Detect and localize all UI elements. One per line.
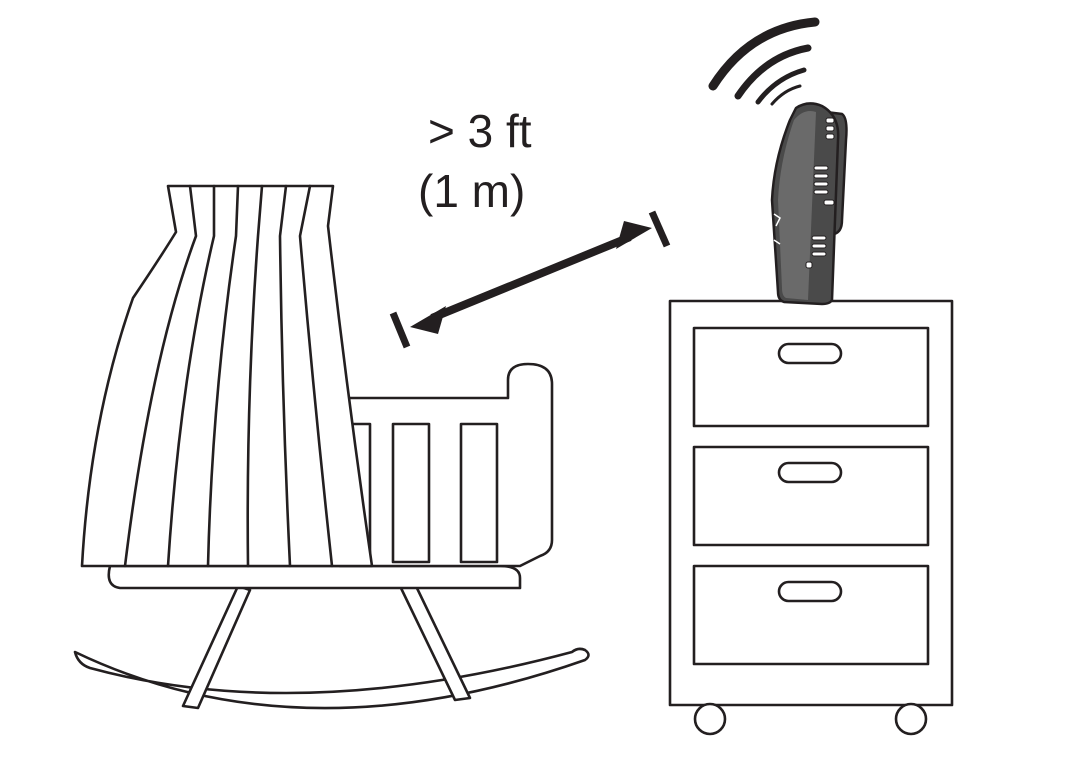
drawer-handle [777,342,843,365]
baby-monitor-icon [770,102,848,306]
cradle-canopy [80,184,374,568]
cradle-rocker [73,647,590,710]
canopy-fold [123,184,198,568]
canopy-fold [206,184,240,568]
dresser-icon [668,299,954,736]
drawer-top [692,326,930,428]
cradle-slat-3 [459,422,499,564]
cradle-basket [338,362,554,568]
dresser-wheel-left [693,702,727,736]
distance-label-metric: (1 m) [418,165,526,217]
cradle-base [107,564,522,590]
canopy-fold [246,184,264,568]
signal-waves-icon [708,17,820,106]
distance-label-imperial: > 3 ft [428,105,532,157]
drawer-handle [777,461,843,484]
cradle-slat-2 [391,422,431,564]
cradle-icon [73,184,590,710]
canopy-fold [166,184,216,568]
double-arrow-icon [389,210,671,349]
canopy-fold [278,184,292,568]
dresser-wheel-right [894,702,928,736]
canopy-fold [298,184,334,568]
drawer-handle [777,580,843,603]
